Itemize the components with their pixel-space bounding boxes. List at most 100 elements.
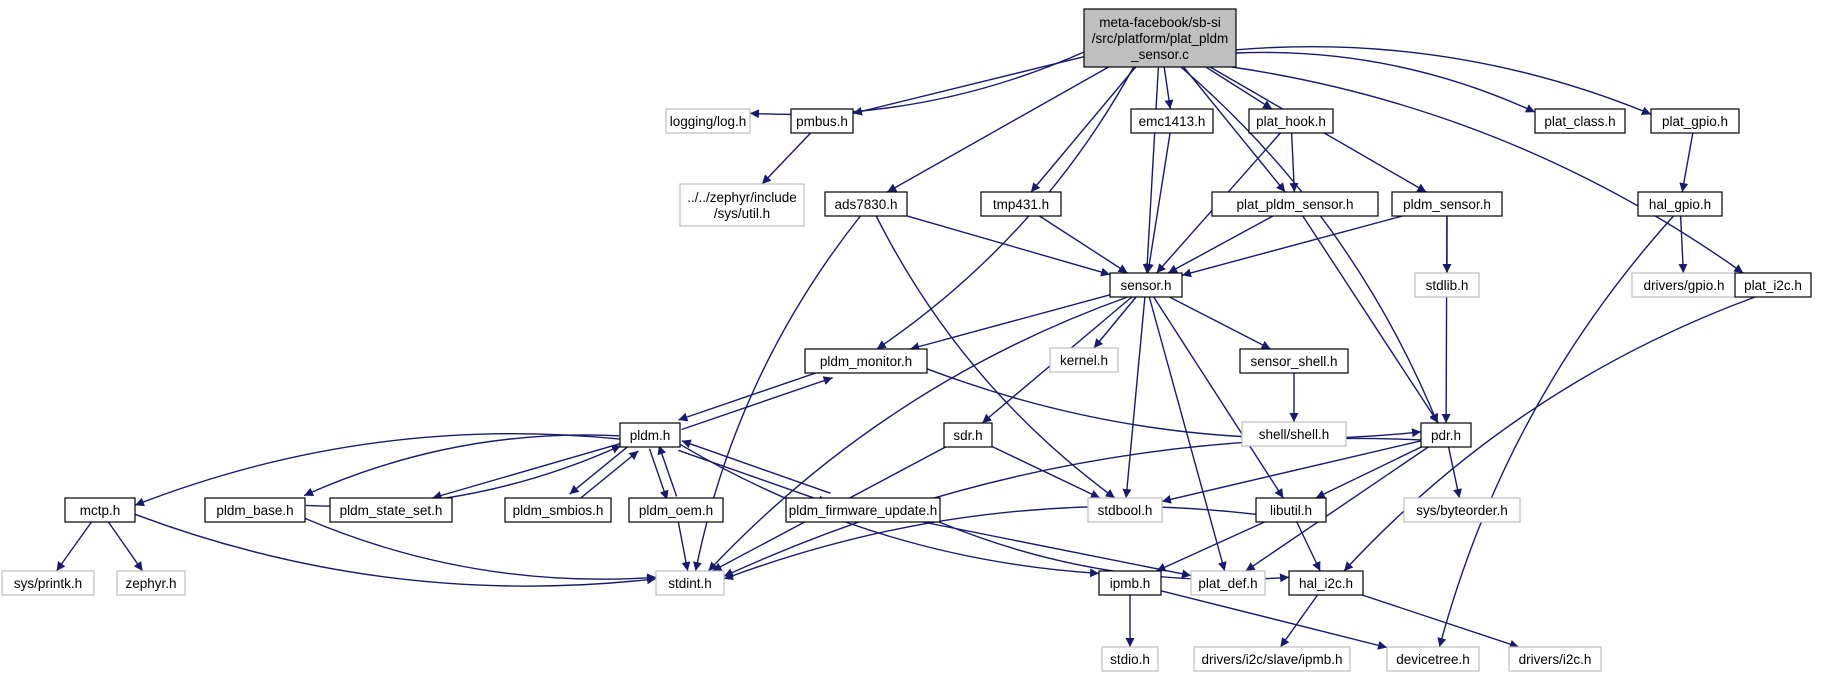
edge-root-to-plat_hook_h <box>1205 66 1273 110</box>
node-ipmb-h[interactable]: ipmb.h <box>1098 570 1162 596</box>
edge-root-to-plat_class_h <box>1235 51 1536 113</box>
edge-pldm_oem_h-to-stdint_h <box>677 521 691 572</box>
node-pdr-h[interactable]: pdr.h <box>1420 422 1472 448</box>
node-box <box>1386 646 1480 672</box>
node-box <box>655 570 725 596</box>
node-box <box>1087 497 1163 523</box>
edge-hal_i2c_h-to-drivers_i2c_h <box>1361 594 1520 649</box>
node-root[interactable]: meta-facebook/sb-si/src/platform/plat_pl… <box>1083 8 1237 68</box>
edge-emc1413_h-to-sensor_h <box>1144 132 1171 274</box>
node-label: pldm_base.h <box>216 503 293 518</box>
node-stdint-h: stdint.h <box>655 570 725 596</box>
node-pldm-base-h[interactable]: pldm_base.h <box>204 497 306 523</box>
node-plat-gpio-h[interactable]: plat_gpio.h <box>1650 108 1740 134</box>
node-box <box>824 191 908 217</box>
node-label: stdio.h <box>1110 652 1150 667</box>
node-box <box>1255 497 1327 523</box>
node-pldm-h[interactable]: pldm.h <box>619 422 681 448</box>
node-pldm-sensor-h[interactable]: pldm_sensor.h <box>1391 191 1503 217</box>
node-box <box>1288 570 1364 596</box>
node-label: drivers/i2c/slave/ipmb.h <box>1201 652 1342 667</box>
edge-root-to-pldm_monitor_h <box>876 66 1135 350</box>
node-label: sensor.h <box>1120 278 1171 293</box>
edge-plat_pldm_sensor_h-to-sensor_h <box>1167 215 1274 274</box>
node-label: drivers/gpio.h <box>1643 278 1724 293</box>
node-plat-class-h[interactable]: plat_class.h <box>1534 108 1626 134</box>
node-label: drivers/i2c.h <box>1519 652 1592 667</box>
node-box <box>1049 347 1119 373</box>
edge-pdr_h-to-sys_byteorder_h <box>1447 446 1462 499</box>
edge-ads7830_h-to-sensor_h <box>906 215 1111 277</box>
node-label: plat_pldm_sensor.h <box>1236 197 1353 212</box>
node-label: plat_class.h <box>1544 114 1615 129</box>
node-hal-gpio-h[interactable]: hal_gpio.h <box>1637 191 1723 217</box>
edge-pldm_sensor_h-to-sensor_h <box>1181 215 1403 278</box>
node-label: plat_hook.h <box>1256 114 1326 129</box>
node-pldm-smbios-h[interactable]: pldm_smbios.h <box>504 497 612 523</box>
edge-root-to-logging_log_h <box>749 51 1085 119</box>
edge-pldm_monitor_h-to-pldm_h <box>678 367 830 422</box>
node-box <box>790 108 854 134</box>
node-devicetree-h: devicetree.h <box>1386 646 1480 672</box>
node-libutil-h[interactable]: libutil.h <box>1255 497 1327 523</box>
node-plat-i2c-h[interactable]: plat_i2c.h <box>1734 272 1812 298</box>
edge-root-to-plat_pldm_sensor_h <box>1183 66 1286 193</box>
edge-root-to-tmp431_h <box>1030 66 1137 193</box>
node-sensor-h[interactable]: sensor.h <box>1109 272 1183 298</box>
node-label: shell/shell.h <box>1259 427 1330 442</box>
node-box <box>665 108 751 134</box>
node-stdbool-h: stdbool.h <box>1087 497 1163 523</box>
node-ads7830-h[interactable]: ads7830.h <box>824 191 908 217</box>
node-box <box>64 497 136 523</box>
node-box <box>1101 646 1159 672</box>
node-box <box>1403 497 1521 523</box>
node-pldm-state-set-h[interactable]: pldm_state_set.h <box>329 497 453 523</box>
node-sdr-h[interactable]: sdr.h <box>943 422 993 448</box>
node-sensor-shell-h[interactable]: sensor_shell.h <box>1239 348 1349 374</box>
node-plat-pldm-sensor-h[interactable]: plat_pldm_sensor.h <box>1211 191 1379 217</box>
node-pldm-firmware-update-h[interactable]: pldm_firmware_update.h <box>785 497 941 523</box>
node-label: meta-facebook/sb-si <box>1099 15 1221 30</box>
node-label: stdlib.h <box>1426 278 1469 293</box>
edge-sdr_h-to-stdbool_h <box>991 445 1101 499</box>
edge-pldm_oem_h-to-pldm_h <box>657 445 678 497</box>
node-pmbus-h[interactable]: pmbus.h <box>790 108 854 134</box>
edge-pdr_h-to-libutil_h <box>1315 446 1422 499</box>
node-box <box>204 497 306 523</box>
edge-hal_gpio_h-to-devicetree_h <box>1437 215 1675 648</box>
node-tmp431-h[interactable]: tmp431.h <box>980 191 1062 217</box>
node-mctp-h[interactable]: mctp.h <box>64 497 136 523</box>
node-zephyr-util-h: ../../zephyr/include/sys/util.h <box>679 183 805 227</box>
node-box <box>504 497 612 523</box>
edge-ads7830_h-to-stdbool_h <box>875 215 1116 499</box>
node-label: pldm_firmware_update.h <box>789 503 938 518</box>
node-label: sys/byteorder.h <box>1416 503 1508 518</box>
node-plat-hook-h[interactable]: plat_hook.h <box>1248 108 1334 134</box>
node-label: stdbool.h <box>1098 503 1153 518</box>
node-label: logging/log.h <box>670 114 747 129</box>
node-pldm-oem-h[interactable]: pldm_oem.h <box>628 497 724 523</box>
node-shell-shell-h: shell/shell.h <box>1241 421 1347 447</box>
node-pldm-monitor-h[interactable]: pldm_monitor.h <box>804 348 928 374</box>
node-drivers-gpio-h: drivers/gpio.h <box>1631 272 1737 298</box>
node-label: pldm_state_set.h <box>340 503 443 518</box>
node-label: pldm_monitor.h <box>820 354 912 369</box>
file-nodes: meta-facebook/sb-si/src/platform/plat_pl… <box>1 8 1812 672</box>
edge-sensor_h-to-pldm_monitor_h <box>910 294 1111 351</box>
node-label: pldm_oem.h <box>639 503 713 518</box>
node-box <box>1 570 95 596</box>
node-label: /src/platform/plat_pldm <box>1092 31 1229 46</box>
node-box <box>1211 191 1379 217</box>
node-zephyr-h: zephyr.h <box>116 570 186 596</box>
node-label: sys/printk.h <box>14 576 82 591</box>
node-box <box>1241 421 1347 447</box>
dependency-edges <box>55 46 1756 650</box>
edge-sensor_h-to-plat_def_h <box>1148 296 1227 572</box>
node-emc1413-h[interactable]: emc1413.h <box>1130 108 1214 134</box>
edge-root-to-emc1413_h <box>1163 66 1174 110</box>
node-hal-i2c-h[interactable]: hal_i2c.h <box>1288 570 1364 596</box>
edge-root-to-plat_gpio_h <box>1235 46 1652 115</box>
edge-pdr_h-to-plat_def_h <box>1245 446 1429 572</box>
edge-pldm_h-to-pldm_smbios_h <box>569 442 633 495</box>
